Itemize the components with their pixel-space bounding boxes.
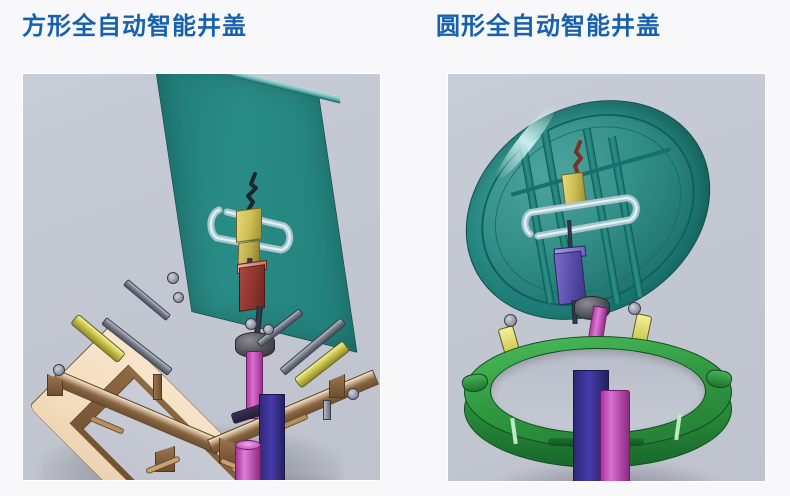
frame-post-right <box>323 400 331 420</box>
hydraulic-eye-left <box>167 272 179 284</box>
control-box <box>239 264 265 312</box>
panel-title-square: 方形全自动智能井盖 <box>22 12 247 40</box>
support-column <box>259 394 285 480</box>
cad-stage-round <box>448 74 765 481</box>
frame-post-left <box>153 374 162 400</box>
hydraulic-rod-left <box>122 278 172 322</box>
lift-cylinder <box>235 444 261 480</box>
lift-cylinder <box>600 390 630 481</box>
handle-bracket <box>521 194 640 240</box>
handle-bracket <box>207 206 294 254</box>
hydraulic-eye-right-inner <box>263 324 274 335</box>
cad-stage-square <box>23 74 380 480</box>
column-shadow <box>201 474 371 480</box>
hydraulic-eye-left <box>504 314 517 327</box>
hydraulic-eye-left-inner <box>173 292 184 303</box>
frame-gusset-right <box>329 374 345 398</box>
cad-viewport-round <box>447 73 766 482</box>
cad-viewport-square <box>22 73 381 481</box>
lift-cylinder-cap <box>235 440 261 450</box>
hydraulic-eye-right <box>628 302 641 315</box>
lock-box-upper <box>236 207 262 243</box>
lid-wire <box>245 172 258 214</box>
panel-title-round: 圆形全自动智能井盖 <box>436 12 661 40</box>
hydraulic-base-left <box>53 364 65 376</box>
hydraulic-eye-right <box>245 318 257 330</box>
hydraulic-base-right <box>347 388 359 400</box>
